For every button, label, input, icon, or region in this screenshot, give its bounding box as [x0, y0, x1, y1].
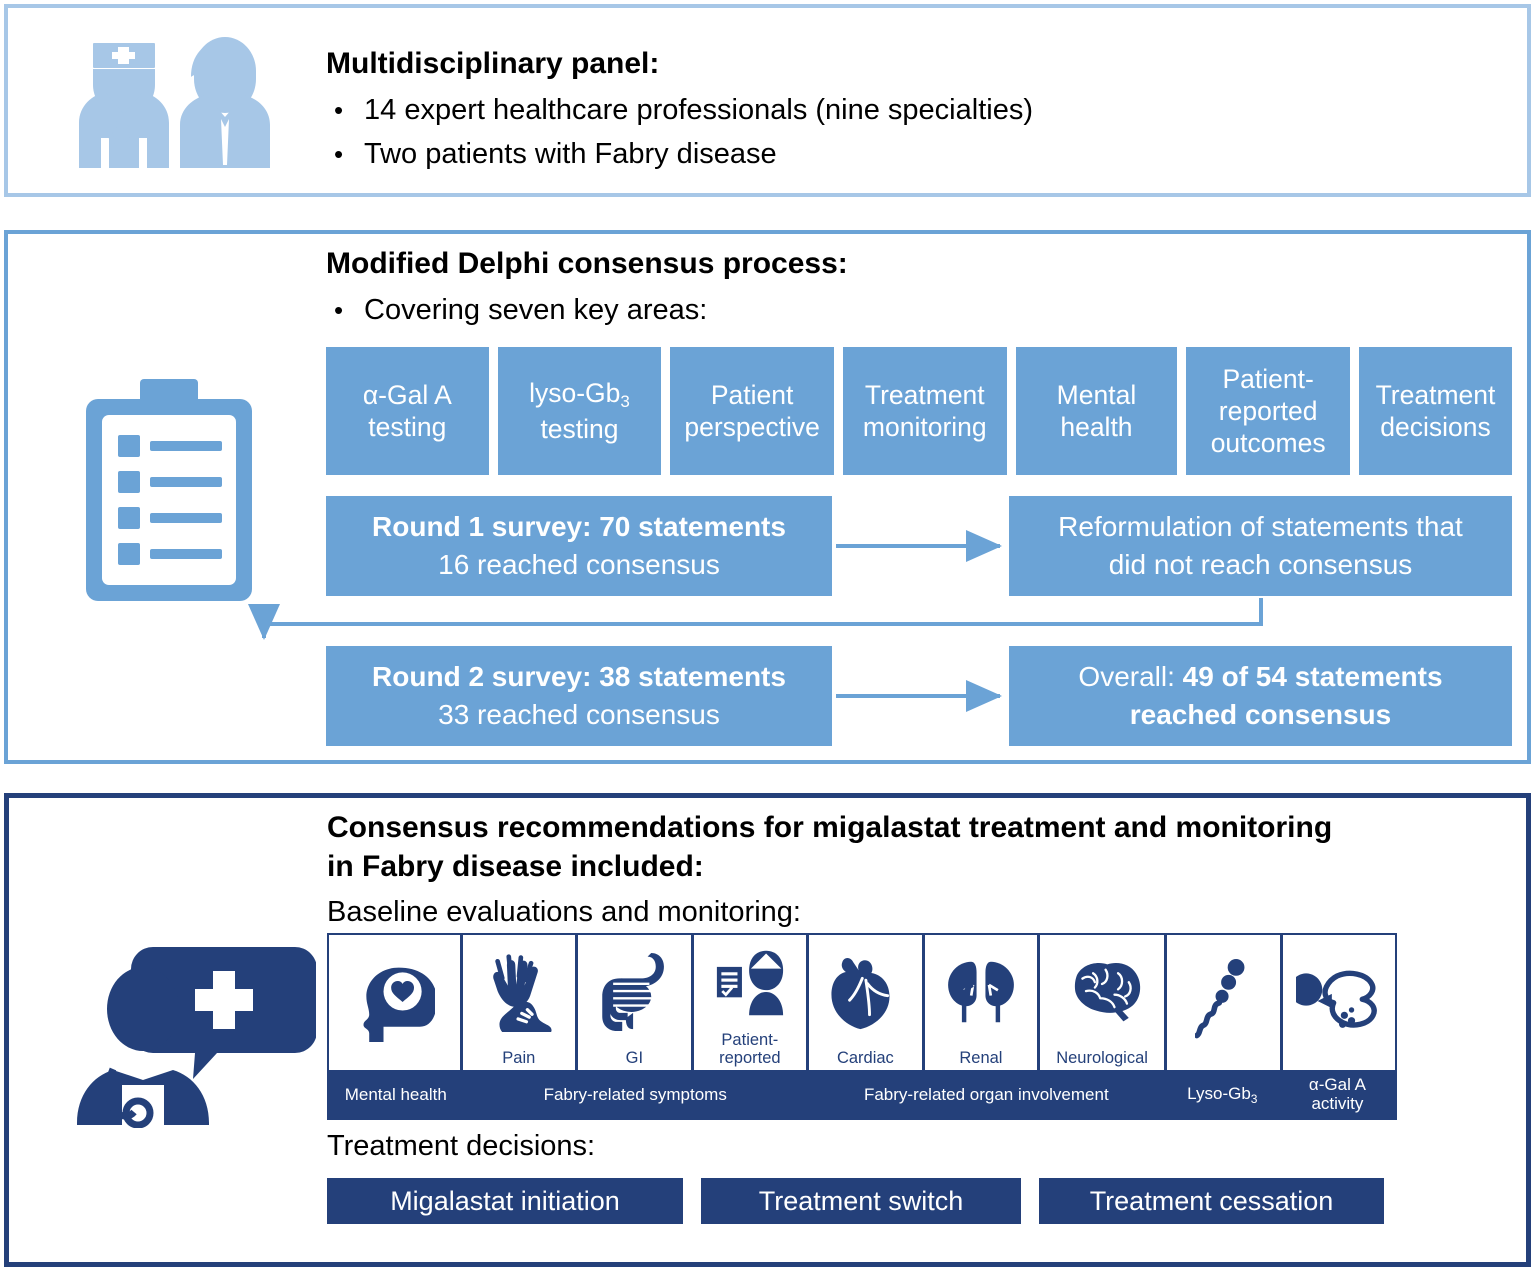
overall-result-box: Overall: 49 of 54 statements reached con… [1009, 646, 1512, 746]
reformulation-line-1: Reformulation of statements that [1058, 511, 1463, 542]
baseline-evaluations-strip: Pain GI [327, 933, 1397, 1120]
clinician-speech-plus-icon [61, 933, 317, 1129]
panel-bottom-text: Consensus recommendations for migalastat… [327, 808, 1497, 934]
round-2-plain-line: 33 reached consensus [438, 699, 720, 730]
patient-questionnaire-icon [694, 935, 807, 1031]
icon-cell-lyso-gb3[interactable] [1166, 935, 1280, 1070]
doctor-and-patient-icon [63, 33, 288, 173]
icon-cell-label: GI [625, 1049, 644, 1067]
icon-cells-row: Pain GI [329, 935, 1396, 1070]
hand-foot-pain-icon [463, 935, 576, 1049]
brain-neurological-icon [1040, 935, 1164, 1049]
panel-top-heading: Multidisciplinary panel: [326, 47, 660, 80]
round-1-plain-line: 16 reached consensus [438, 549, 720, 580]
group-label-fabry-organ-involvement: Fabry-related organ involvement [863, 1084, 1109, 1104]
panel-mid-text: Modified Delphi consensus process: Cover… [326, 244, 1486, 332]
panel-top-bullet-list: 14 expert healthcare professionals (nine… [326, 88, 1476, 176]
panel-mid-heading: Modified Delphi consensus process: [326, 247, 848, 280]
list-item: Two patients with Fabry disease [326, 132, 1476, 176]
round-2-bold-line: Round 2 survey: 38 statements [372, 661, 786, 692]
round-2-survey-box: Round 2 survey: 38 statements 33 reached… [326, 646, 832, 746]
icon-groups-row: Mental health Fabry-related symptoms Fab… [329, 1070, 1395, 1118]
panel-bottom-title-line-2: in Fabry disease included: [327, 850, 704, 883]
icon-cell-patient-reported[interactable]: Patient- reported [693, 935, 807, 1070]
overall-line-2: reached consensus [1129, 699, 1392, 730]
treatment-button-treatment-cessation[interactable]: Treatment cessation [1039, 1178, 1384, 1224]
panel-bottom-title-line-1: Consensus recommendations for migalastat… [327, 811, 1333, 844]
icon-cell-pain[interactable]: Pain [462, 935, 576, 1070]
treatment-decisions-row: Migalastat initiation Treatment switch T… [327, 1178, 1384, 1224]
icon-cell-label: Cardiac [836, 1049, 894, 1067]
panel-mid-bullet-list: Covering seven key areas: [326, 288, 1486, 332]
group-label-fabry-symptoms: Fabry-related symptoms [543, 1084, 727, 1104]
icon-cell-label: Patient- reported [719, 1031, 781, 1067]
round-1-bold-line: Round 1 survey: 70 statements [372, 511, 786, 542]
multidisciplinary-panel-section: Multidisciplinary panel: 14 expert healt… [4, 4, 1531, 197]
treatment-button-migalastat-initiation[interactable]: Migalastat initiation [327, 1178, 683, 1224]
kidneys-renal-icon [925, 935, 1038, 1049]
icon-cell-label: Pain [502, 1049, 536, 1067]
group-label-lyso-gb3: Lyso-Gb3 [1187, 1083, 1258, 1106]
icon-cell-mental-health[interactable] [329, 935, 460, 1070]
clipboard-checklist-icon [72, 359, 302, 619]
heart-cardiac-icon [809, 935, 922, 1049]
panel-top-text: Multidisciplinary panel: 14 expert healt… [326, 44, 1476, 176]
list-item: Covering seven key areas: [326, 288, 1486, 332]
head-brain-heart-icon [329, 935, 460, 1067]
group-label-mental-health: Mental health [344, 1084, 447, 1104]
overall-line-1: Overall: 49 of 54 statements [1078, 661, 1443, 692]
reformulation-line-2: did not reach consensus [1108, 549, 1413, 580]
intestines-gi-icon [578, 935, 691, 1049]
icon-cell-gi[interactable]: GI [578, 935, 691, 1070]
panel-bottom-subtitle: Baseline evaluations and monitoring: [327, 896, 801, 928]
treatment-decisions-label: Treatment decisions: [327, 1130, 596, 1162]
alpha-gal-a-enzyme-icon [1283, 935, 1396, 1067]
treatment-button-treatment-switch[interactable]: Treatment switch [701, 1178, 1021, 1224]
consensus-recommendations-section: Consensus recommendations for migalastat… [4, 793, 1531, 1267]
lyso-gb3-molecule-icon [1167, 935, 1280, 1067]
delphi-process-section: Modified Delphi consensus process: Cover… [4, 230, 1531, 764]
icon-cell-label: Neurological [1056, 1049, 1148, 1067]
icon-cell-alpha-gal-a[interactable] [1282, 935, 1396, 1070]
icon-cell-renal[interactable]: Renal [924, 935, 1038, 1070]
list-item: 14 expert healthcare professionals (nine… [326, 88, 1476, 132]
icon-cell-neurological[interactable]: Neurological [1040, 935, 1164, 1070]
icon-cell-label: Renal [959, 1049, 1003, 1067]
icon-cell-cardiac[interactable]: Cardiac [809, 935, 922, 1070]
reformulation-box: Reformulation of statements that did not… [1009, 496, 1512, 596]
round-1-survey-box: Round 1 survey: 70 statements 16 reached… [326, 496, 832, 596]
